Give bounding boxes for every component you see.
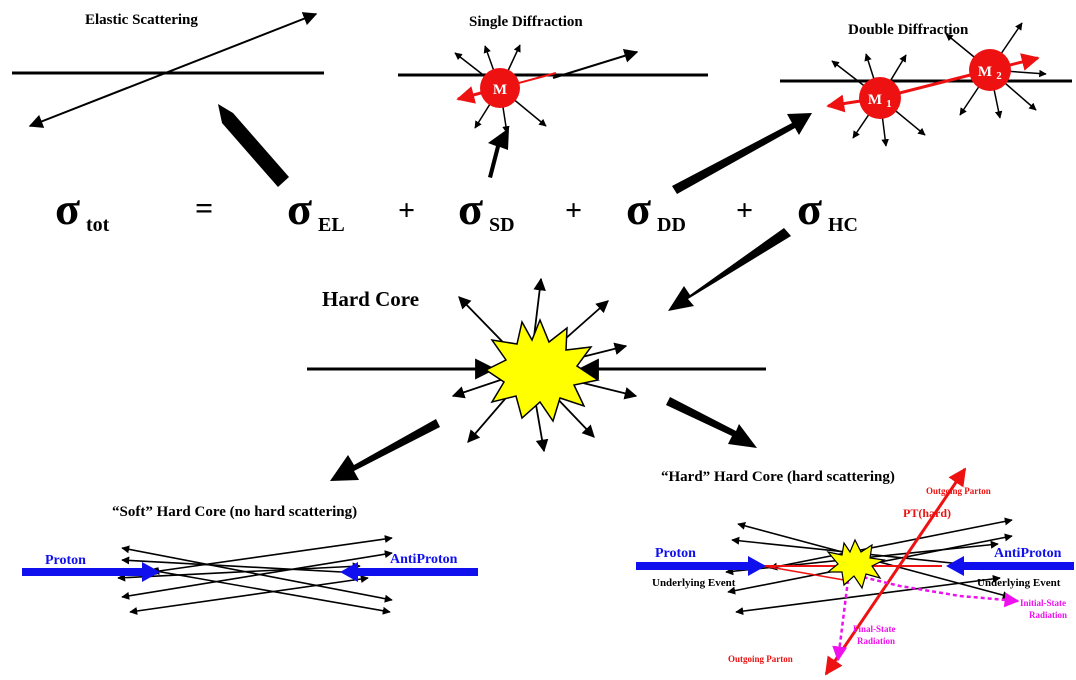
soft-hard-core-panel: “Soft” Hard Core (no hard scattering) Pr… xyxy=(22,504,478,612)
sigma-hc-subscript: HC xyxy=(828,214,858,236)
sigma-el-symbol: σ xyxy=(287,183,312,234)
equals-sign: = xyxy=(195,190,213,226)
elastic-scatter-arrow xyxy=(30,14,316,126)
arrow-to-soft-hard-core xyxy=(330,419,440,481)
soft-antiproton-arrowhead xyxy=(340,562,358,582)
cross-section-equation: σ tot = σ EL + σ SD + σ DD + σ HC xyxy=(55,183,858,236)
plus-sign-1: + xyxy=(398,194,415,227)
elastic-scattering-title: Elastic Scattering xyxy=(85,12,198,28)
hard-hard-core-panel: “Hard” Hard Core (hard scattering) Proto… xyxy=(636,469,1074,674)
double-diffraction-title: Double Diffraction xyxy=(848,22,969,38)
plus-sign-3: + xyxy=(736,194,753,227)
outgoing-parton-bottom-label: Outgoing Parton xyxy=(728,654,793,664)
double-mass2-label: M xyxy=(978,64,992,80)
hard-proton-label: Proton xyxy=(655,546,696,561)
sigma-dd-symbol: σ xyxy=(626,183,651,234)
hard-core-collision-star xyxy=(486,320,598,421)
hard-core-panel: Hard Core xyxy=(307,279,766,451)
double-mass1-label: M xyxy=(868,92,882,108)
hard-core-title: Hard Core xyxy=(322,287,419,311)
soft-hard-core-title: “Soft” Hard Core (no hard scattering) xyxy=(112,504,357,520)
hard-antiproton-arrowhead xyxy=(946,556,964,576)
sigma-tot-subscript: tot xyxy=(86,214,110,236)
sigma-sd-symbol: σ xyxy=(458,183,483,234)
soft-proton-arrowhead xyxy=(142,562,160,582)
soft-antiproton-label: AntiProton xyxy=(390,552,458,567)
single-diffraction-title: Single Diffraction xyxy=(469,14,583,30)
sigma-dd-subscript: DD xyxy=(657,214,686,236)
hard-proton-arrowhead xyxy=(748,556,766,576)
double-mass1-subscript: 1 xyxy=(886,98,892,110)
soft-proton-label: Proton xyxy=(45,553,86,568)
single-mass-label: M xyxy=(493,82,507,98)
double-diffraction-panel: Double Diffraction M 1 M 2 xyxy=(780,22,1072,146)
pt-hard-label: PT(hard) xyxy=(903,506,951,520)
arrow-to-hard-hard-core xyxy=(666,397,757,448)
final-state-radiation-label: Radiation xyxy=(857,636,895,646)
single-diffraction-panel: Single Diffraction M xyxy=(398,14,708,133)
hard-hard-core-title: “Hard” Hard Core (hard scattering) xyxy=(661,469,895,485)
pointer-arrows xyxy=(218,104,812,481)
arrow-to-elastic xyxy=(218,104,289,187)
plus-sign-2: + xyxy=(565,194,582,227)
sigma-sd-subscript: SD xyxy=(489,214,515,236)
underlying-event-left-label: Underlying Event xyxy=(652,577,736,589)
sigma-hc-symbol: σ xyxy=(797,183,822,234)
elastic-scattering-panel: Elastic Scattering xyxy=(12,12,324,126)
arrow-to-double xyxy=(672,113,812,194)
double-mass2-subscript: 2 xyxy=(996,70,1002,82)
arrow-to-hard-core xyxy=(668,228,791,311)
final-state-label: Final-State xyxy=(853,624,896,634)
outgoing-parton-top-label: Outgoing Parton xyxy=(926,486,991,496)
hard-antiproton-label: AntiProton xyxy=(994,546,1062,561)
initial-state-label: Initial-State xyxy=(1020,598,1066,608)
sigma-tot-symbol: σ xyxy=(55,183,80,234)
sigma-el-subscript: EL xyxy=(318,214,345,236)
arrow-to-single xyxy=(488,128,509,178)
initial-state-radiation-label: Radiation xyxy=(1029,610,1067,620)
